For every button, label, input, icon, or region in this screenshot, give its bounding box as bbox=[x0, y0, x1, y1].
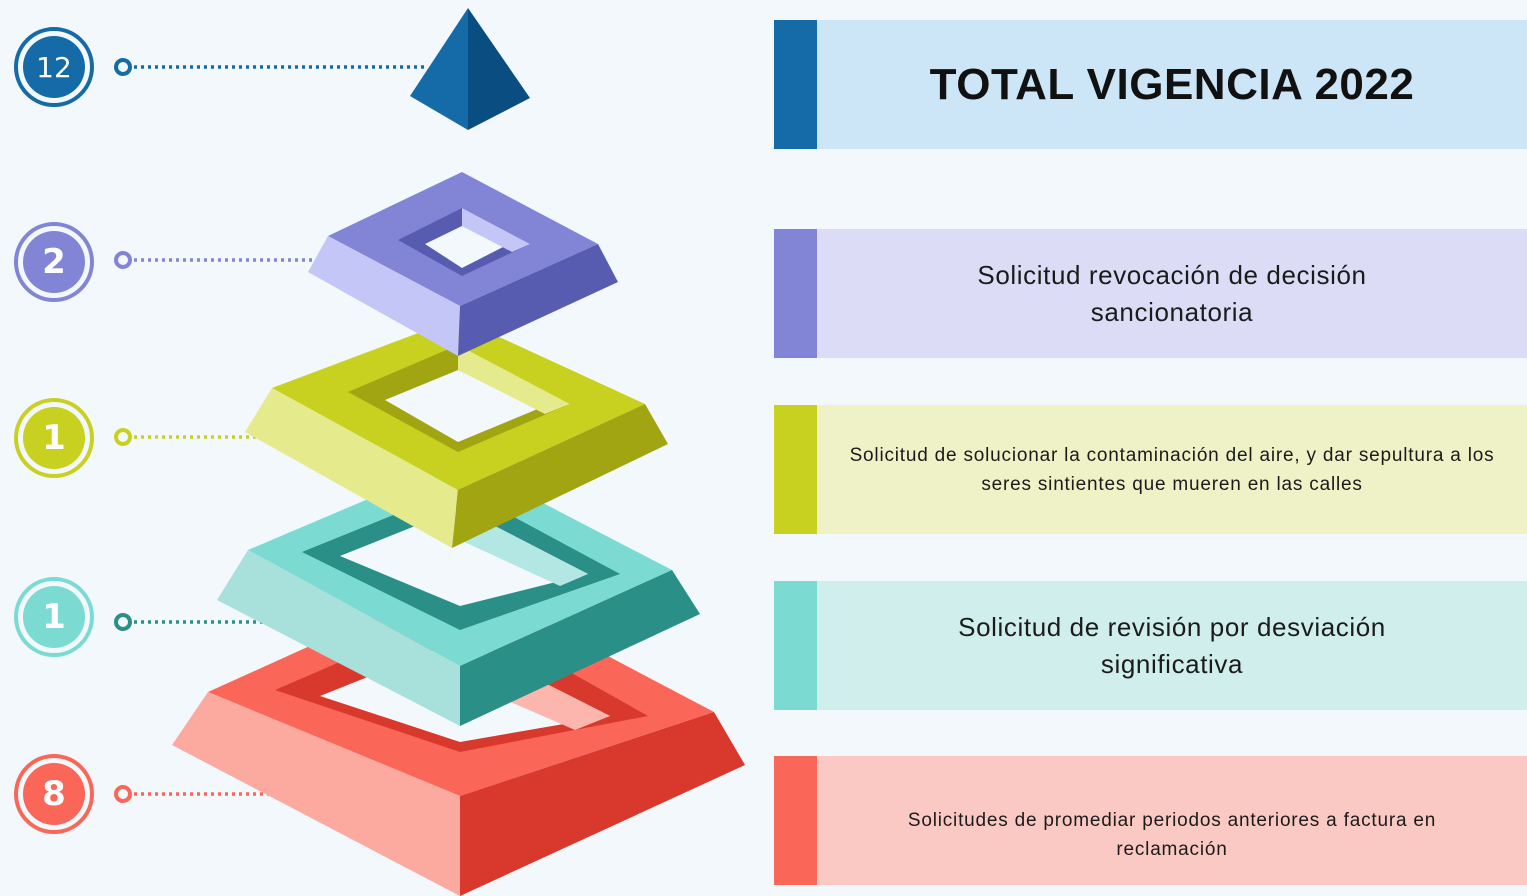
badge-level-1: 2 bbox=[14, 222, 94, 302]
connector-dot-level-4 bbox=[114, 785, 132, 803]
pyramid-tier-purple bbox=[308, 172, 618, 356]
connector-dot-total bbox=[114, 58, 132, 76]
label-card-level-3-text: Solicitud de revisión por desviación sig… bbox=[817, 581, 1527, 710]
title-card: TOTAL VIGENCIA 2022 bbox=[774, 20, 1527, 149]
badge-level-3-value: 1 bbox=[23, 586, 85, 648]
label-card-level-3-strip bbox=[774, 581, 817, 710]
badge-level-4-value: 8 bbox=[23, 763, 85, 825]
label-card-level-2-strip bbox=[774, 405, 817, 534]
pyramid-apex-blue bbox=[410, 8, 530, 130]
pyramid-tier-teal bbox=[217, 460, 700, 726]
page-title: TOTAL VIGENCIA 2022 bbox=[817, 20, 1527, 149]
badge-level-2: 1 bbox=[14, 398, 94, 478]
label-card-level-1: Solicitud revocación de decisión sancion… bbox=[774, 229, 1527, 358]
label-card-level-4-text: Solicitudes de promediar periodos anteri… bbox=[817, 756, 1527, 885]
label-card-level-2: Solicitud de solucionar la contaminación… bbox=[774, 405, 1527, 534]
pyramid-diagram bbox=[114, 8, 745, 896]
label-card-level-4-strip bbox=[774, 756, 817, 885]
connector-dot-level-2 bbox=[114, 428, 132, 446]
badge-level-4: 8 bbox=[14, 754, 94, 834]
label-card-level-4: Solicitudes de promediar periodos anteri… bbox=[774, 756, 1527, 885]
title-card-strip bbox=[774, 20, 817, 149]
badge-level-3: 1 bbox=[14, 577, 94, 657]
badge-level-1-value: 2 bbox=[23, 231, 85, 293]
pyramid-tier-green bbox=[245, 318, 668, 548]
badge-total: 12 bbox=[14, 27, 94, 107]
label-card-level-3: Solicitud de revisión por desviación sig… bbox=[774, 581, 1527, 710]
connector-dot-level-1 bbox=[114, 251, 132, 269]
label-card-level-1-strip bbox=[774, 229, 817, 358]
label-card-level-2-text: Solicitud de solucionar la contaminación… bbox=[817, 405, 1527, 534]
connector-dot-level-3 bbox=[114, 613, 132, 631]
label-card-level-1-text: Solicitud revocación de decisión sancion… bbox=[817, 229, 1527, 358]
badge-level-2-value: 1 bbox=[23, 407, 85, 469]
badge-total-value: 12 bbox=[23, 36, 85, 98]
